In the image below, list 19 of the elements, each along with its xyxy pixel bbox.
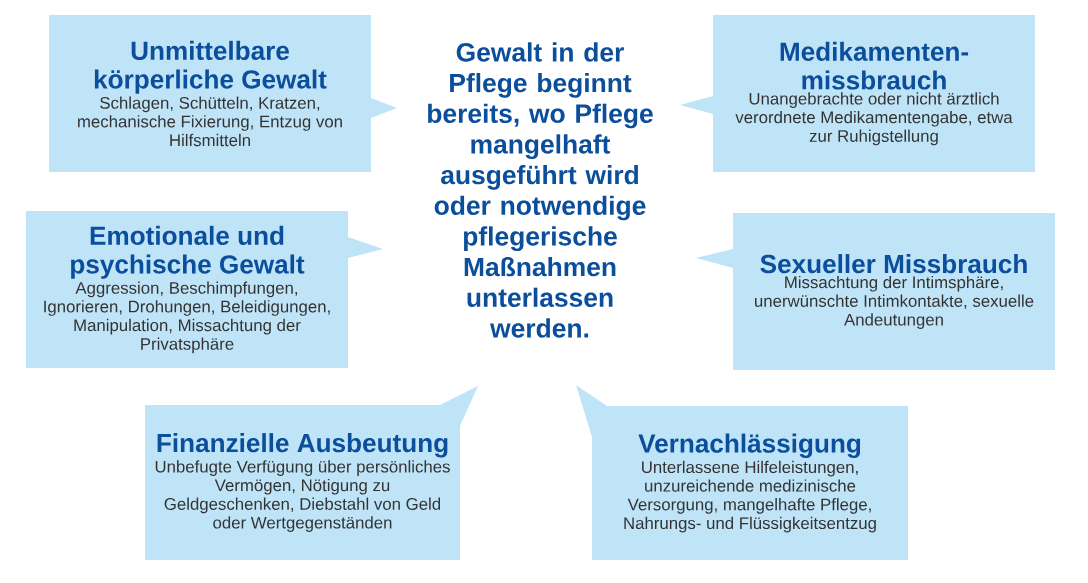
callout-text: Missachtung der Intimsphäre, unerwünschte Intimkontakte, sexuelle Andeutungen [755,275,1034,329]
callout-text: Aggression, Beschimpfungen, Ignorieren, Drohungen, Beleidigungen, Manipulation, Missachtung der Privatsphäre [44,281,330,354]
callout-title: Emotionale und psychische Gewalt [71,225,305,279]
callout-title: Vernachlässigung [638,433,861,459]
callout-title: Finanzielle Ausbeutung [157,433,448,458]
callout-text: Unterlassene Hilfeleistungen, unzureichende medizinische Versorgung, mangelhafte Pflege, Nahrungs- und Flüssigkeitsentzug [624,460,876,533]
callout-box [696,213,1055,370]
callout-text: Unbefugte Verfügung über persönliches Vermögen, Nötigung zu Geldgeschenken, Diebstahl von Geld oder Wertgegenständen [155,460,450,532]
callout-text: Schlagen, Schütteln, Kratzen, mechanische Fixierung, Entzug von Hilfsmitteln [78,96,342,147]
statement-text: Gewalt in der Pflege beginnt bereits, wo Pflege mangelhaft ausgeführt wird oder notwendige pflegerische Maßnahmen unterlassen werden. [428,42,653,338]
callout-title: Sexueller Missbrauch [760,254,1027,274]
callout-text: Unangebrachte oder nicht ärztlich verordnete Medikamentengabe, etwa zur Ruhigstellung [735,92,1013,146]
callout-box [26,211,383,368]
callout-box [576,385,908,560]
callout-title: Medikamenten- missbrauch [780,41,969,90]
callout-box [145,386,478,560]
callout-title: Unmittelbare körperliche Gewalt [94,40,327,94]
callout-box [680,15,1035,172]
callout-box [49,15,397,172]
